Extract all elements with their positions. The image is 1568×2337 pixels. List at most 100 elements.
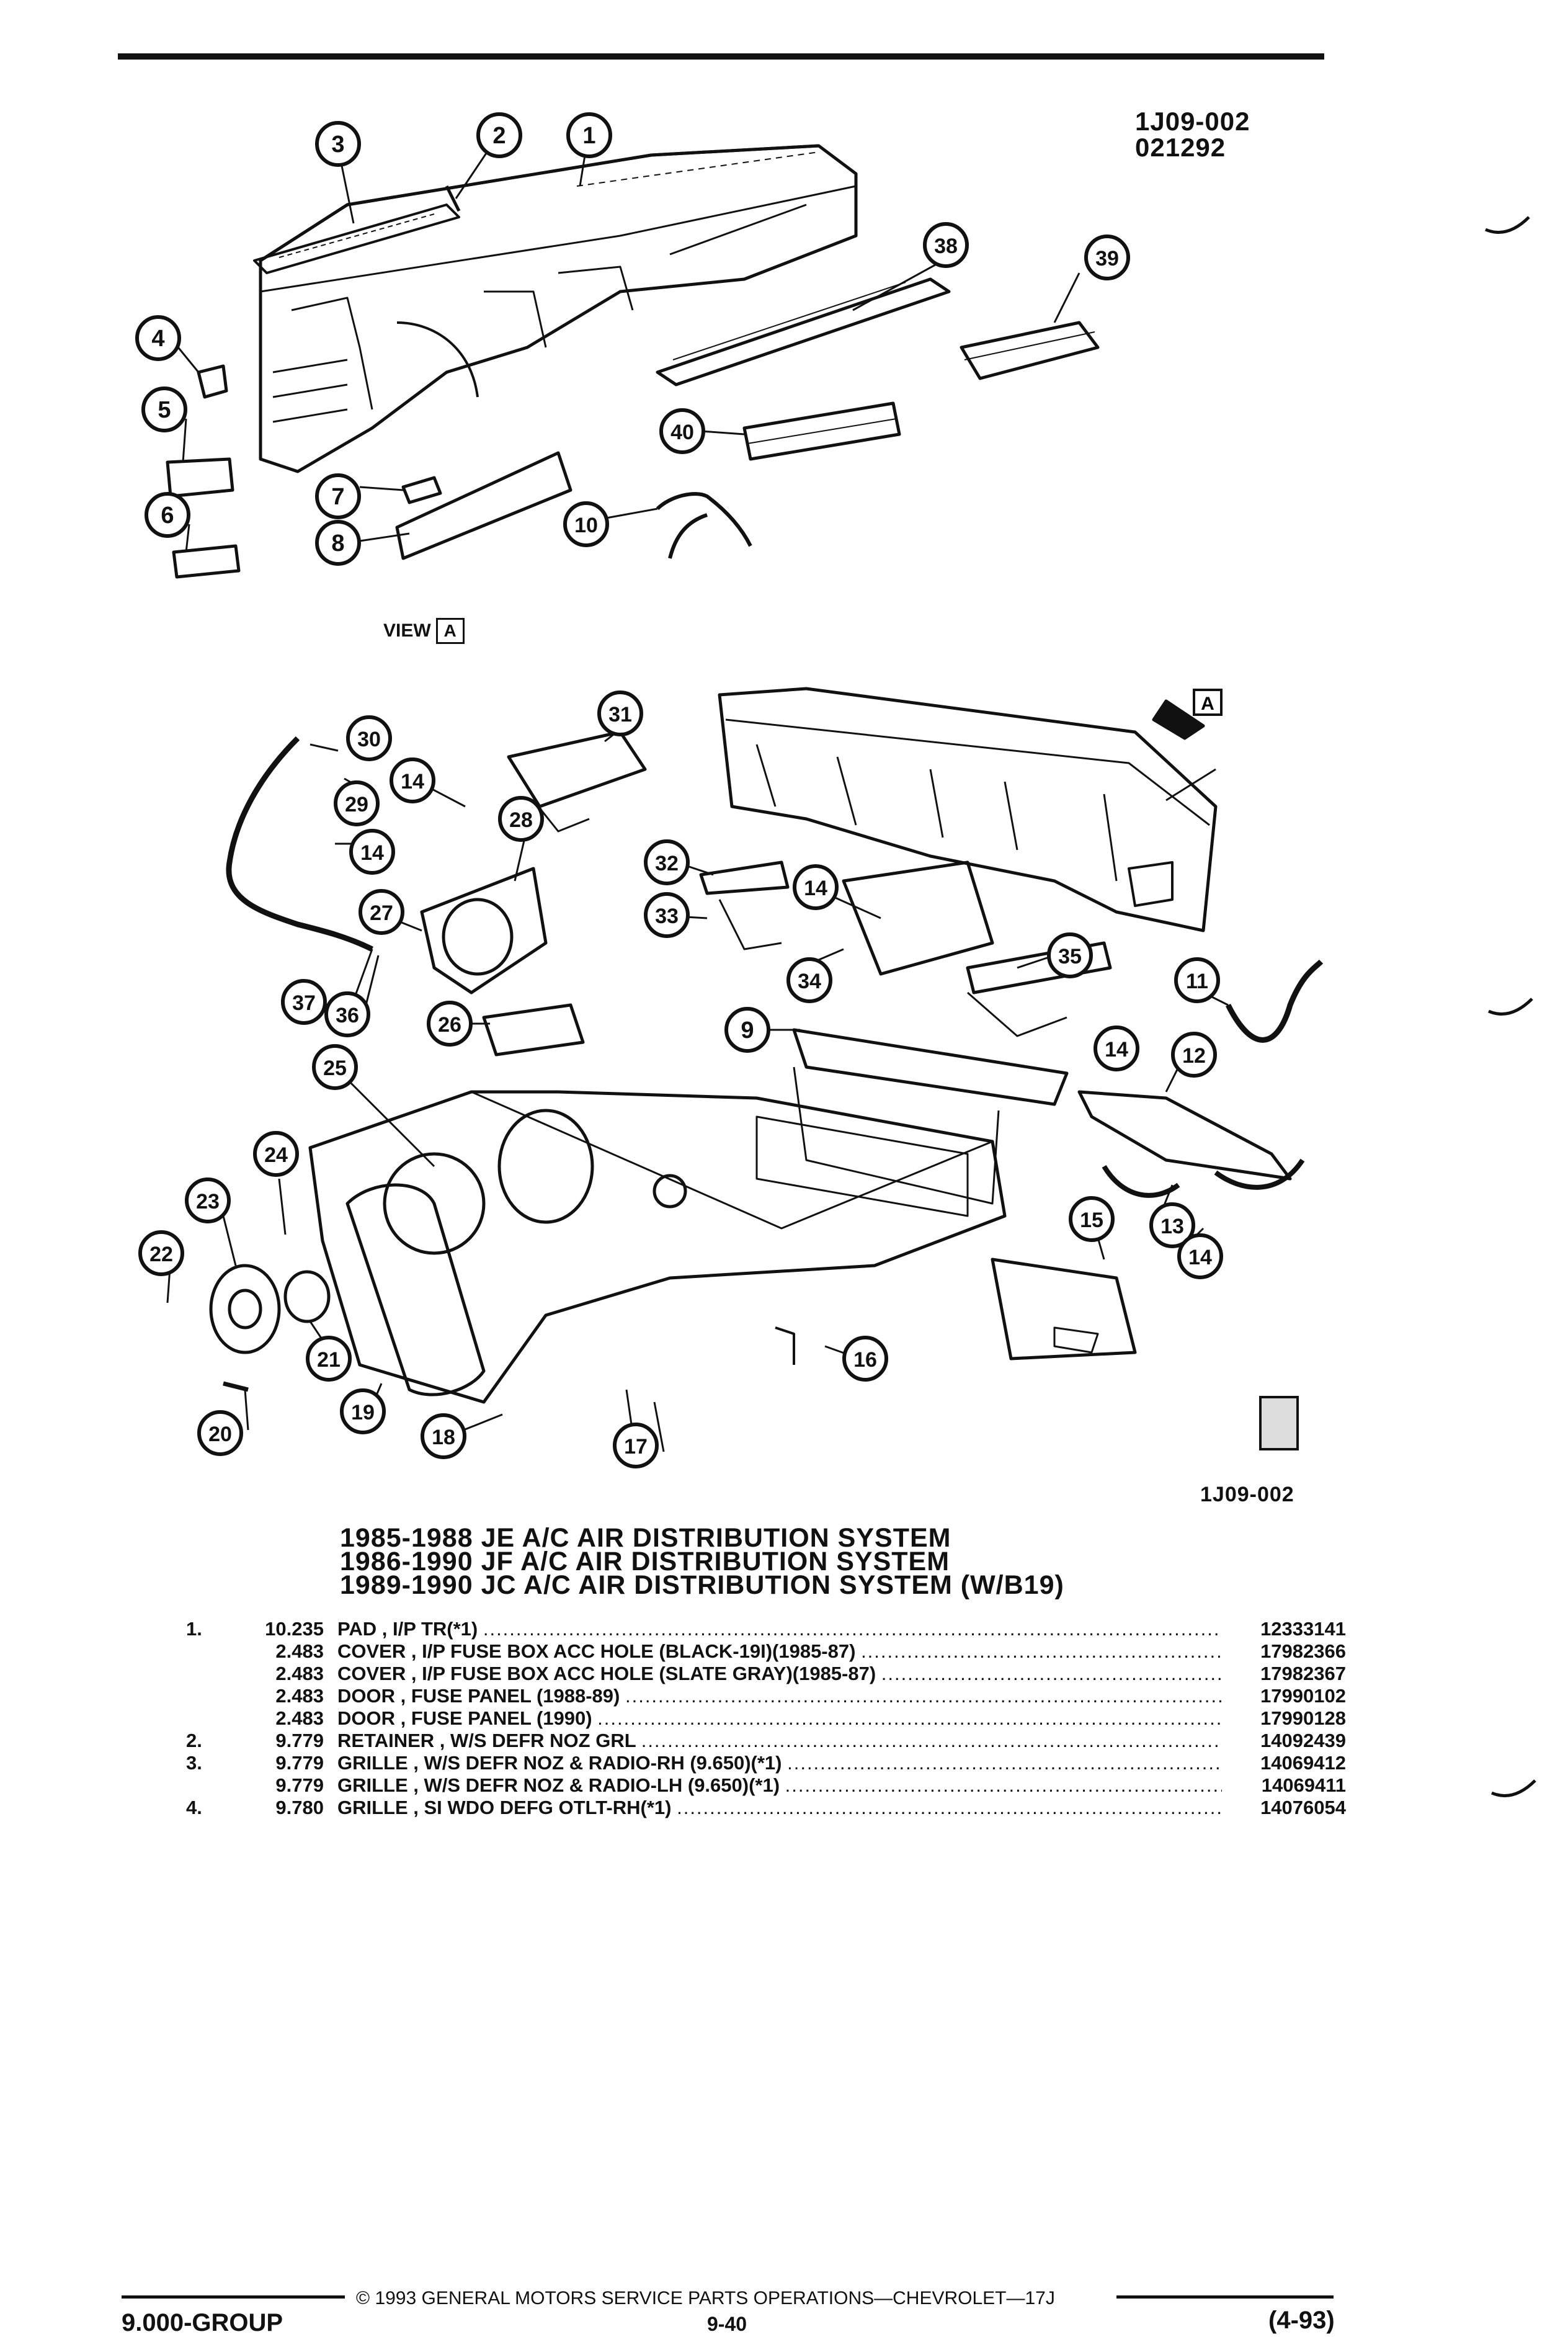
callout-34: 34	[786, 957, 832, 1003]
part-number: 17990128	[1260, 1707, 1346, 1729]
callout-circle	[421, 1413, 466, 1459]
callout-label: 13	[1160, 1215, 1184, 1238]
part-description: PAD , I/P TR(*1) .......................…	[337, 1618, 1222, 1640]
callout-label: 38	[934, 235, 958, 258]
callout-circle	[185, 1177, 231, 1223]
callout-28: 28	[498, 796, 544, 842]
part-detail: , SI WDO DEFG OTLT-RH(*1)	[408, 1797, 677, 1818]
callout-label: 36	[336, 1004, 359, 1027]
part-description: DOOR , FUSE PANEL (1990) ...............…	[337, 1707, 1222, 1730]
callout-label: 23	[196, 1190, 220, 1213]
copyright-text: © 1993 GENERAL MOTORS SERVICE PARTS OPER…	[356, 2288, 1055, 2308]
callout-11: 11	[1174, 957, 1220, 1003]
part-description: COVER , I/P FUSE BOX ACC HOLE (SLATE GRA…	[337, 1663, 1222, 1685]
leader-lines	[166, 147, 1229, 1434]
callout-label: 19	[351, 1401, 375, 1424]
callout-circle	[315, 473, 361, 519]
leader-dots: ........................................…	[483, 1618, 1222, 1640]
view-arrow-box: A	[1193, 689, 1223, 716]
part-description: DOOR , FUSE PANEL (1988-89) ............…	[337, 1685, 1222, 1707]
callout-label: 6	[161, 503, 174, 529]
leader-dots: ........................................…	[787, 1752, 1222, 1774]
callout-label: 34	[798, 970, 821, 993]
item-number: 3.	[186, 1752, 202, 1774]
callout-circle	[644, 892, 690, 938]
part-detail: , I/P FUSE BOX ACC HOLE (BLACK-19I)(1985…	[406, 1640, 862, 1662]
view-label-text: VIEW	[383, 620, 431, 641]
callout-9: 9	[724, 1007, 770, 1053]
callout-label: 32	[655, 852, 679, 875]
part-detail: , W/S DEFR NOZ & RADIO-LH (9.650)(*1)	[408, 1774, 785, 1796]
reference-number: 9.779	[275, 1730, 324, 1751]
callout-circle	[281, 979, 327, 1025]
callout-14: 14	[1177, 1233, 1223, 1279]
callout-markers: 1234567891011121314151617181920212223242…	[135, 112, 1223, 1468]
reference-number: 9.780	[275, 1797, 324, 1818]
view-letter-box: A	[435, 618, 465, 644]
part-number: 12333141	[1260, 1618, 1346, 1640]
callout-label: 2	[492, 123, 506, 149]
exploded-view-diagram: 1234567891011121314151617181920212223242…	[135, 112, 1324, 1468]
part-name: GRILLE	[337, 1774, 408, 1796]
figure-code: 1J09-002	[1135, 107, 1250, 136]
callout-39: 39	[1084, 235, 1130, 280]
part-description: GRILLE , W/S DEFR NOZ & RADIO-RH (9.650)…	[337, 1752, 1222, 1774]
reference-number: 9.779	[275, 1752, 324, 1774]
view-label: VIEW A	[383, 618, 465, 644]
group-label: 9.000-GROUP	[122, 2309, 283, 2336]
part-detail: , I/P TR(*1)	[376, 1618, 483, 1640]
callout-13: 13	[1149, 1202, 1195, 1248]
part-detail: , I/P FUSE BOX ACC HOLE (SLATE GRAY)(198…	[406, 1663, 881, 1684]
callout-label: 10	[574, 514, 598, 537]
callout-label: 14	[804, 877, 827, 900]
revision-date: (4-93)	[1268, 2307, 1335, 2334]
callout-label: 27	[370, 901, 393, 925]
callout-label: 8	[331, 530, 344, 556]
callout-8: 8	[315, 520, 361, 566]
page-number: 9-40	[707, 2313, 747, 2335]
callout-circle	[312, 1044, 358, 1090]
callout-label: 3	[331, 132, 344, 158]
callout-14: 14	[793, 864, 839, 910]
callout-circle	[141, 387, 187, 432]
callout-circle	[1149, 1202, 1195, 1248]
callout-circle	[724, 1007, 770, 1053]
callout-40: 40	[659, 408, 705, 454]
leader-dots: ........................................…	[641, 1730, 1222, 1751]
callout-circle	[793, 864, 839, 910]
callout-circle	[315, 121, 361, 167]
part-detail: , W/S DEFR NOZ GRL	[434, 1730, 641, 1751]
callout-label: 14	[401, 770, 424, 793]
callout-circle	[563, 501, 609, 547]
callout-circle	[324, 991, 370, 1037]
callout-37: 37	[281, 979, 327, 1025]
part-number: 14076054	[1260, 1797, 1346, 1818]
callout-circle	[253, 1131, 299, 1177]
callout-circle	[597, 690, 643, 736]
instrument-panel-drawing	[166, 144, 1100, 579]
callout-circle	[566, 112, 612, 158]
part-detail: , FUSE PANEL (1988-89)	[395, 1685, 625, 1707]
callout-label: 37	[292, 991, 316, 1015]
callout-4: 4	[135, 315, 181, 361]
callout-circle	[1047, 932, 1093, 978]
callout-circle	[659, 408, 705, 454]
callout-circle	[197, 1410, 243, 1456]
callout-label: 25	[323, 1057, 347, 1080]
leader-dots: ........................................…	[861, 1640, 1222, 1662]
part-name: DOOR	[337, 1707, 395, 1729]
callout-label: 20	[208, 1423, 232, 1446]
callout-14: 14	[390, 757, 435, 803]
footer-rule-right	[1116, 2295, 1334, 2299]
callout-31: 31	[597, 690, 643, 736]
callout-label: 7	[331, 484, 344, 510]
part-name: DOOR	[337, 1685, 395, 1707]
top-rule	[118, 53, 1324, 60]
view-arrow-letter: A	[1201, 694, 1214, 714]
callout-circle	[334, 780, 380, 826]
section-titles: 1985-1988 JE A/C AIR DISTRIBUTION SYSTEM…	[340, 1525, 1064, 1599]
